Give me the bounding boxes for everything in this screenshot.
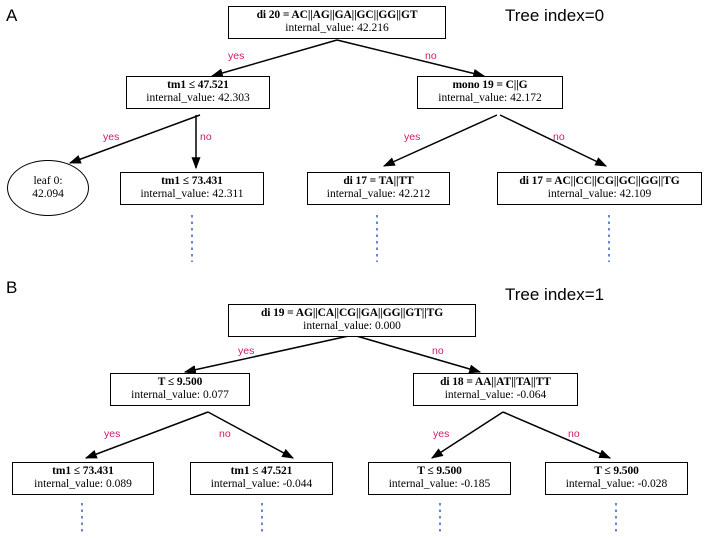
node-value: internal_value: -0.185 — [388, 477, 491, 490]
node-condition: tm1 ≤ 47.521 — [167, 79, 229, 91]
edge-label-a-root-no: no — [425, 50, 437, 62]
tree-node-a-left[interactable]: tm1 ≤ 47.521 internal_value: 42.303 — [126, 76, 270, 109]
panel-b-edge-right-no — [502, 411, 612, 459]
node-condition: tm1 ≤ 73.431 — [161, 175, 223, 187]
tree-node-a-right-right[interactable]: di 17 = AC||CC||CG||GC||GG||TG internal_… — [497, 172, 702, 205]
panel-b-tree-index: Tree index=1 — [505, 285, 605, 304]
node-value: internal_value: 0.000 — [303, 319, 401, 332]
tree-node-a-root[interactable]: di 20 = AC||AG||GA||GC||GG||GT internal_… — [228, 6, 446, 39]
edge-label-a-right-yes: yes — [404, 131, 421, 143]
node-value: internal_value: -0.044 — [210, 477, 313, 490]
leaf-label: leaf 0: — [33, 174, 63, 187]
edge-label-a-left-no: no — [200, 131, 212, 143]
node-value: internal_value: -0.028 — [565, 477, 668, 490]
edge-label-a-root-yes: yes — [228, 50, 245, 62]
node-value: internal_value: 42.212 — [326, 187, 431, 200]
tree-node-a-left-right[interactable]: tm1 ≤ 73.431 internal_value: 42.311 — [120, 172, 264, 205]
node-condition: tm1 ≤ 47.521 — [230, 465, 293, 477]
edge-label-a-left-yes: yes — [103, 131, 120, 143]
edge-label-b-right-no: no — [568, 428, 580, 440]
node-condition: di 20 = AC||AG||GA||GC||GG||GT — [256, 9, 418, 21]
edge-label-b-root-yes: yes — [238, 345, 255, 357]
node-value: internal_value: 0.077 — [131, 388, 229, 401]
tree-node-b-left[interactable]: T ≤ 9.500 internal_value: 0.077 — [110, 373, 250, 406]
node-value: internal_value: 42.109 — [547, 187, 652, 200]
node-value: internal_value: 0.089 — [34, 477, 132, 490]
node-value: internal_value: -0.064 — [444, 388, 547, 401]
node-value: internal_value: 42.311 — [140, 187, 244, 200]
edge-label-b-left-no: no — [219, 428, 231, 440]
panel-a-edge-left-yes — [68, 114, 201, 164]
tree-node-a-right-left[interactable]: di 17 = TA||TT internal_value: 42.212 — [307, 172, 450, 205]
panel-a-edge-right-yes — [382, 114, 498, 167]
node-condition: di 17 = AC||CC||CG||GC||GG||TG — [519, 175, 680, 187]
tree-node-b-right-right[interactable]: T ≤ 9.500 internal_value: -0.028 — [545, 462, 688, 495]
tree-node-b-left-right[interactable]: tm1 ≤ 47.521 internal_value: -0.044 — [190, 462, 333, 495]
tree-node-a-right[interactable]: mono 19 = C||G internal_value: 42.172 — [417, 76, 563, 109]
tree-node-b-left-left[interactable]: tm1 ≤ 73.431 internal_value: 0.089 — [12, 462, 154, 495]
node-value: internal_value: 42.172 — [438, 91, 542, 104]
panel-b-edge-root-right — [352, 334, 482, 374]
edge-label-b-root-no: no — [432, 345, 444, 357]
leaf-value: 42.094 — [32, 188, 64, 200]
panel-b-letter: B — [6, 278, 18, 297]
node-condition: mono 19 = C||G — [452, 79, 528, 91]
node-condition: di 19 = AG||CA||CG||GA||GG||GT||TG — [260, 307, 444, 319]
panel-b-edge-root-left — [183, 334, 354, 375]
tree-leaf-a-0[interactable]: leaf 0: 42.094 — [7, 160, 89, 216]
node-condition: T ≤ 9.500 — [417, 465, 462, 477]
tree-node-b-right[interactable]: di 18 = AA||AT||TA||TT internal_value: -… — [413, 373, 578, 406]
tree-node-b-root[interactable]: di 19 = AG||CA||CG||GA||GG||GT||TG inter… — [228, 304, 476, 337]
node-condition: T ≤ 9.500 — [157, 376, 203, 388]
panel-a-edge-root-right — [336, 39, 486, 78]
tree-node-b-right-left[interactable]: T ≤ 9.500 internal_value: -0.185 — [368, 462, 511, 495]
node-condition: T ≤ 9.500 — [594, 465, 639, 477]
edge-label-a-right-no: no — [553, 131, 565, 143]
edge-label-b-left-yes: yes — [104, 428, 121, 440]
panel-a-letter: A — [6, 6, 18, 25]
node-value: internal_value: 42.216 — [285, 21, 389, 34]
node-condition: di 18 = AA||AT||TA||TT — [440, 376, 551, 388]
edge-label-b-right-yes: yes — [433, 428, 450, 440]
panel-a-tree-index: Tree index=0 — [505, 6, 605, 25]
node-condition: tm1 ≤ 73.431 — [52, 465, 114, 477]
node-condition: di 17 = TA||TT — [343, 175, 414, 187]
node-value: internal_value: 42.303 — [146, 91, 250, 104]
